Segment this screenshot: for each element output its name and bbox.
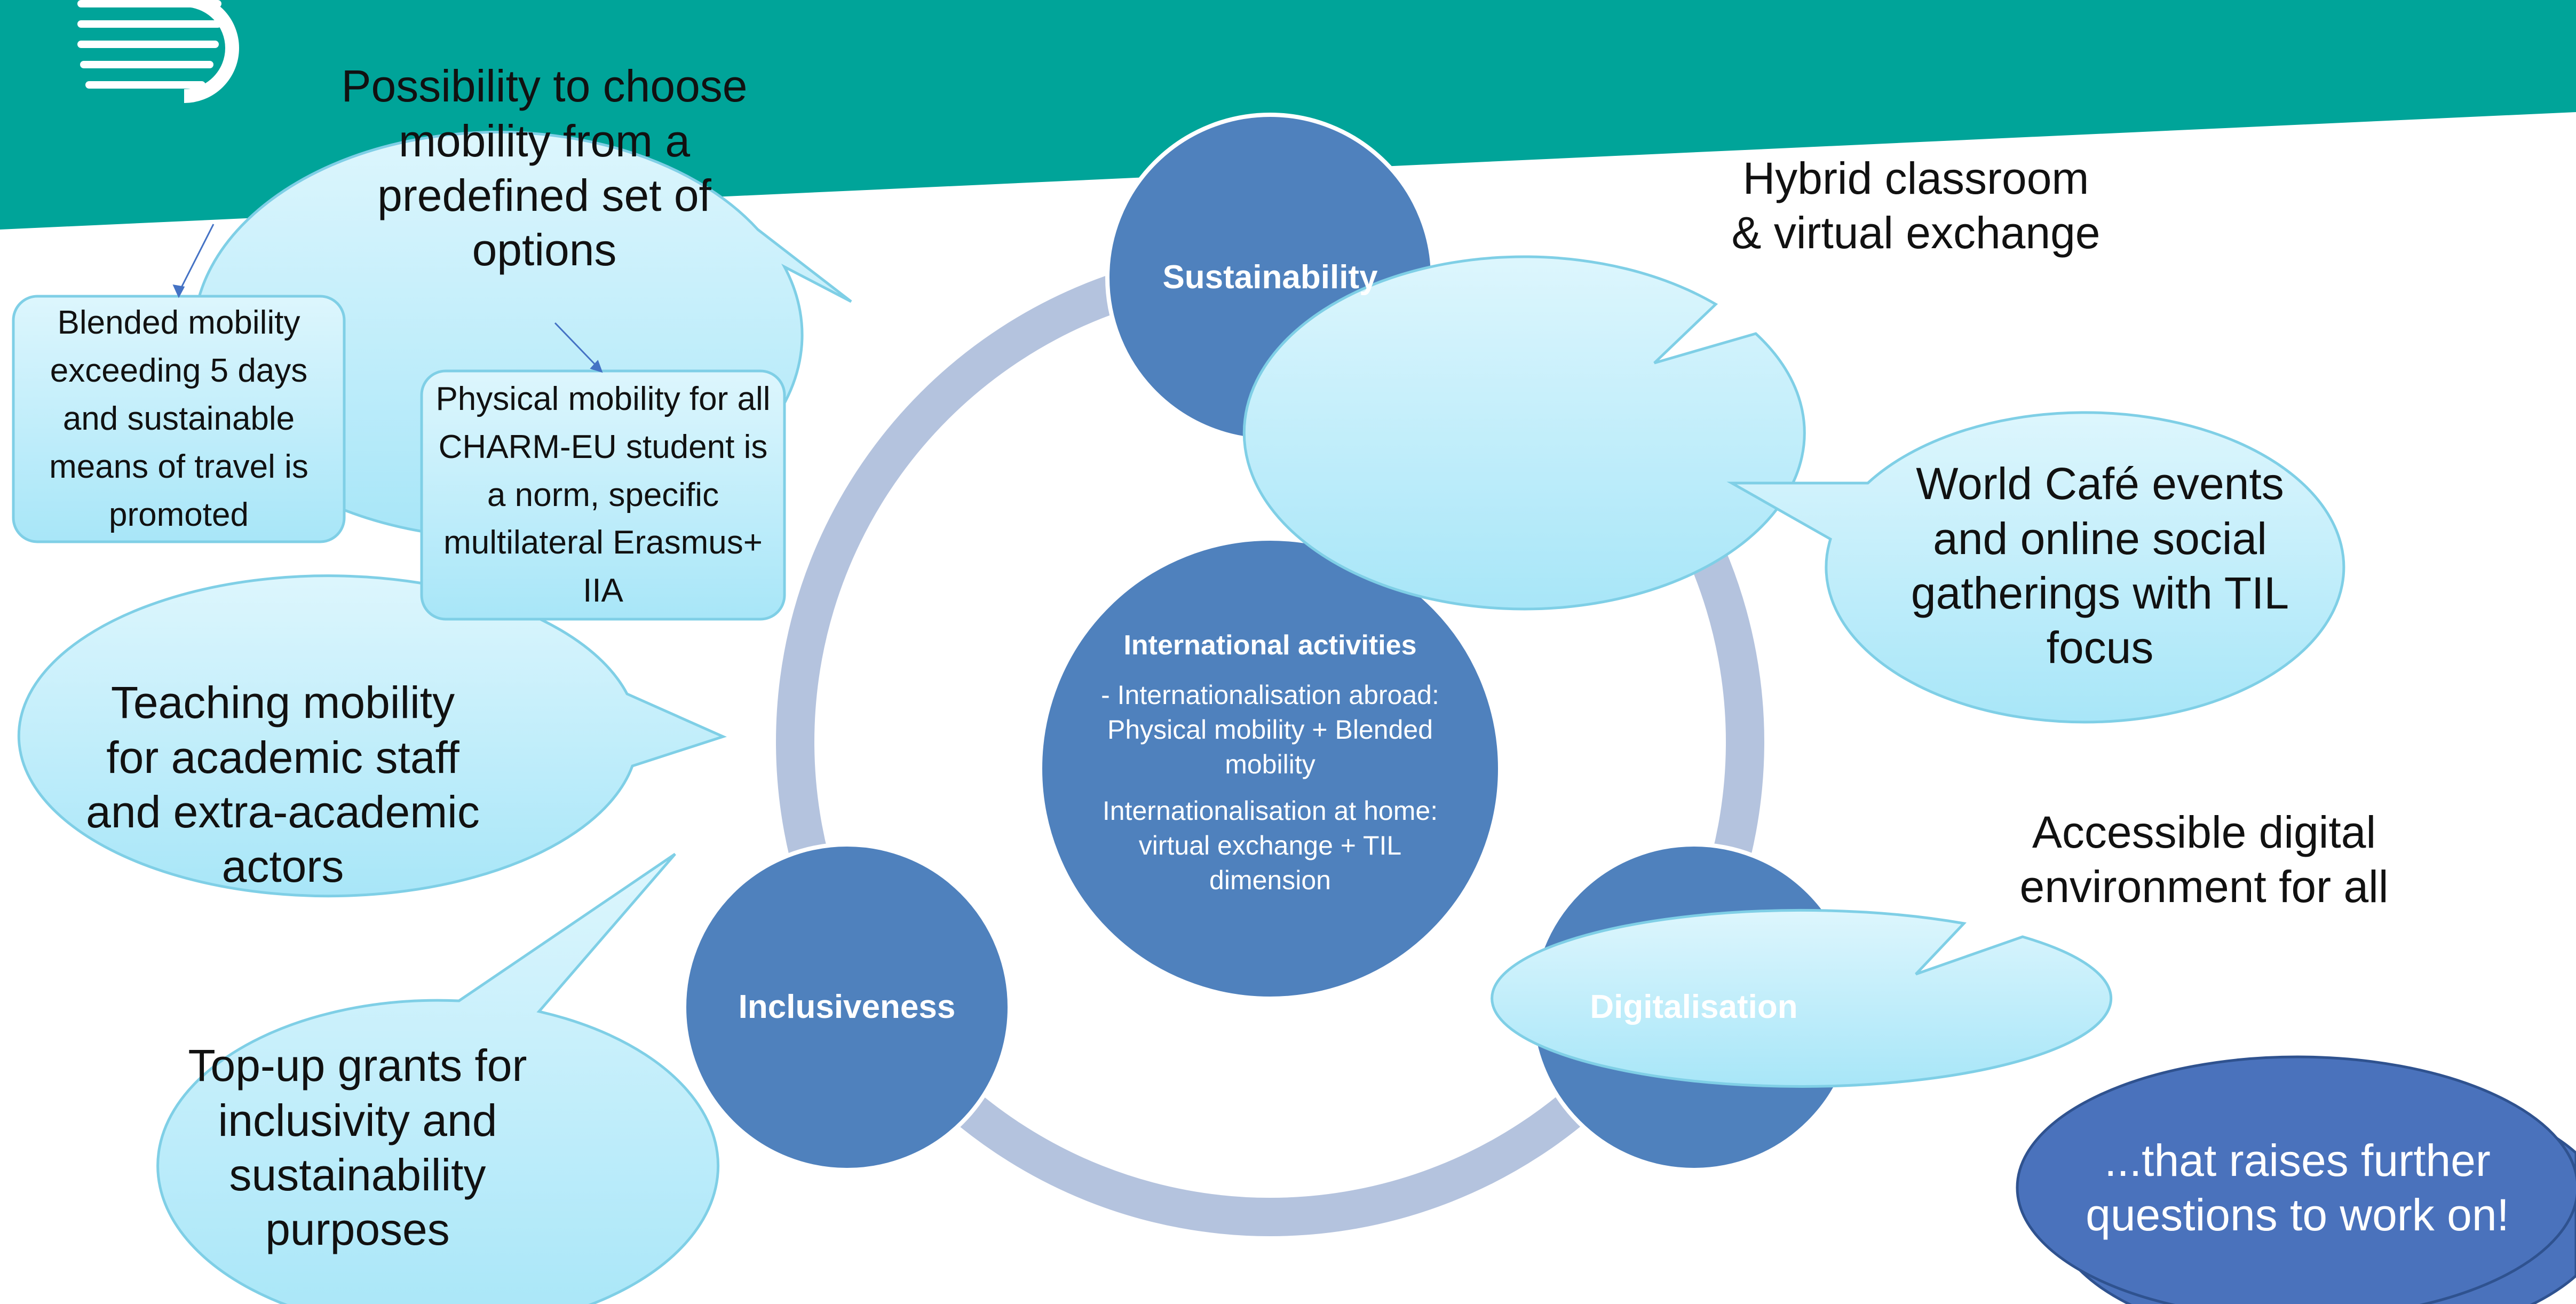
bubble-text-further: ...that raises further questions to work… [2086, 1135, 2509, 1240]
node-inclusiveness [682, 842, 1012, 1172]
bubble-text-mobility-options: Possibility to choose mobility from a pr… [341, 61, 748, 275]
node-label-inclusiveness: Inclusiveness [738, 989, 956, 1026]
connector-to-physical [554, 322, 599, 368]
box-physical [420, 369, 786, 621]
bubble-text-teaching: Teaching mobility for academic staff and… [86, 677, 480, 892]
center-line-abroad: - Internationalisation abroad: Physical … [1101, 679, 1439, 779]
center-line-home: Internationalisation at home: virtual ex… [1102, 795, 1438, 895]
node-label-digitalisation: Digitalisation [1590, 989, 1798, 1026]
bubble-accessible [1491, 908, 2113, 1088]
bubble-further-body [2016, 1055, 2576, 1304]
box-text-physical: Physical mobility for all CHARM-EU stude… [435, 380, 771, 610]
center-text: International activities - International… [1099, 592, 1441, 945]
node-center [1039, 538, 1501, 1000]
bubble-text-accessible: Accessible digital environment for all [2019, 807, 2389, 912]
node-label-sustainability: Sustainability [1162, 259, 1378, 296]
arrowhead-blended [172, 284, 185, 298]
connector-to-blended [178, 224, 215, 293]
arrowhead-physical [590, 360, 603, 373]
center-title: International activities [1123, 630, 1417, 661]
bubble-world-cafe [1726, 411, 2345, 724]
box-text-blended: Blended mobility exceeding 5 days and su… [49, 304, 308, 533]
bubble-text-topup: Top-up grants for inclusivity and sustai… [188, 1040, 527, 1255]
bubble-text-hybrid: Hybrid classroom & virtual exchange [1731, 153, 2101, 258]
bubble-topup [156, 852, 720, 1304]
bubble-text-world-cafe: World Café events and online social gath… [1911, 459, 2289, 673]
striped-semicircle-logo-icon [77, 0, 239, 103]
